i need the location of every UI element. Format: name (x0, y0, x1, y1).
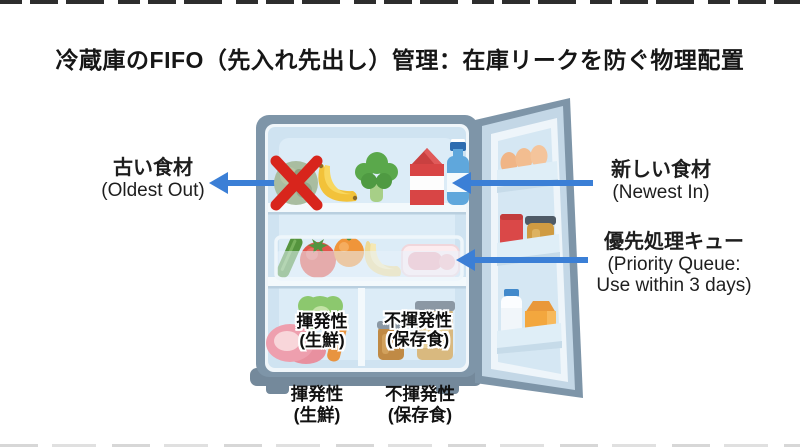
broccoli-icon (355, 152, 398, 202)
eggs-icon (500, 145, 548, 174)
page-title: 冷蔵庫のFIFO（先入れ先出し）管理：在庫リークを防ぐ物理配置 (55, 47, 745, 73)
compartment-label-nonvolatile: 不揮発性 (保存食) (368, 311, 468, 349)
arrow-newest-in (452, 172, 593, 194)
compartment-label-nonvolatile-sub: (保存食) (386, 330, 450, 350)
fridge-shelves (268, 203, 466, 366)
red-jar-icon (500, 214, 523, 245)
label-priority-queue-en1: (Priority Queue: (607, 253, 741, 275)
arrowhead-priority-icon (456, 249, 475, 271)
shelf-top (268, 203, 466, 212)
red-x-icon (270, 155, 323, 211)
compartment-label-volatile: 揮発性 (生鮮) (274, 312, 370, 350)
fridge-door (475, 98, 583, 398)
label-newest-in: 新しい食材 (Newest In) (596, 159, 726, 203)
milk-bottle-icon (501, 289, 522, 337)
arrowhead-left-icon (209, 172, 228, 194)
carrot-icon (327, 318, 348, 362)
milk-carton-icon (410, 148, 444, 205)
label-oldest-out-ja: 古い食材 (113, 157, 193, 179)
label-priority-queue: 優先処理キュー (Priority Queue: Use within 3 da… (592, 231, 756, 297)
compartment-label-volatile-ja: 揮発性 (296, 312, 348, 331)
bottom-right-compartment (377, 301, 455, 360)
arrow-priority-queue (456, 249, 588, 271)
jar-large-icon (415, 301, 455, 360)
below-label-nonvolatile: 不揮発性 (保存食) (370, 384, 470, 426)
below-label-nonvolatile-ja: 不揮発性 (385, 384, 455, 404)
bottom-left-compartment (266, 296, 348, 364)
compartment-label-nonvolatile-ja: 不揮発性 (384, 311, 452, 330)
below-label-volatile-ja: 揮発性 (290, 384, 344, 404)
door-tray-bottom (497, 323, 562, 354)
below-label-nonvolatile-sub: (保存食) (387, 405, 453, 425)
compartment-label-volatile-sub: (生鮮) (299, 331, 345, 351)
compartment-divider (358, 288, 365, 366)
below-label-volatile-sub: (生鮮) (293, 405, 341, 425)
ham-icon (266, 324, 326, 364)
cabbage-icon (298, 296, 343, 346)
below-label-volatile: 揮発性 (生鮮) (267, 384, 367, 426)
fridge-foot-right (436, 382, 459, 394)
shelf-middle (268, 277, 466, 286)
label-oldest-out-en: (Oldest Out) (101, 179, 205, 201)
label-newest-in-ja: 新しい食材 (611, 159, 711, 181)
label-priority-queue-ja: 優先処理キュー (604, 231, 744, 253)
fridge-foot-left (266, 382, 289, 394)
label-newest-in-en: (Newest In) (612, 181, 710, 203)
priority-drawer (274, 235, 464, 281)
water-bottle-icon (447, 139, 469, 205)
label-oldest-out: 古い食材 (Oldest Out) (88, 157, 218, 201)
label-priority-queue-en2: Use within 3 days) (596, 275, 752, 297)
jar-small-icon (377, 321, 405, 360)
arrowhead-newest-icon (452, 172, 471, 194)
